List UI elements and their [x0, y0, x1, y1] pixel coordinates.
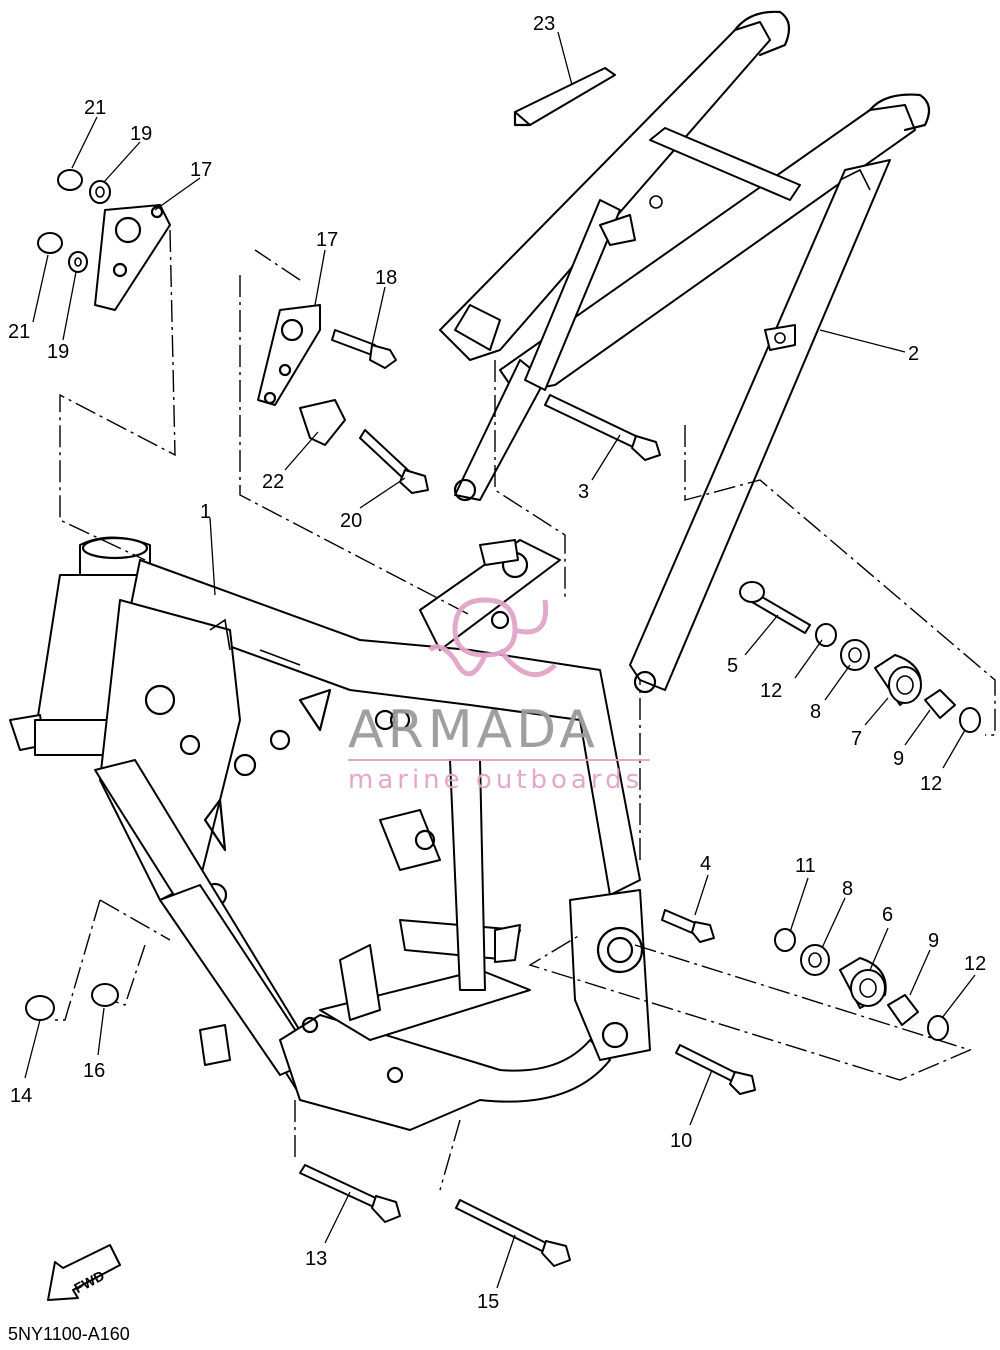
collar-part-23: [513, 67, 616, 127]
callout-12: 12: [760, 680, 782, 702]
callout-1: 1: [200, 501, 211, 523]
callout-23: 23: [533, 13, 555, 35]
callout-7: 7: [851, 728, 862, 750]
engine-bracket-upper-left: [94, 204, 171, 311]
fwd-arrow: FWD: [47, 1244, 121, 1301]
callout-21: 21: [84, 97, 106, 119]
rear-subframe: [439, 10, 931, 694]
callout-19: 19: [130, 123, 152, 145]
watermark-subtitle: marine outboards: [348, 765, 643, 795]
callout-8: 8: [810, 701, 821, 723]
callout-2: 2: [908, 343, 919, 365]
callout-20: 20: [340, 510, 362, 532]
watermark-title: ARMADA: [348, 700, 599, 760]
callout-6: 6: [882, 904, 893, 926]
callout-8: 8: [842, 878, 853, 900]
assembly-guide-lines: [55, 229, 996, 1191]
callout-17: 17: [316, 229, 338, 251]
watermark-logo: [428, 597, 557, 677]
callout-21: 21: [8, 321, 30, 343]
callout-16: 16: [83, 1060, 105, 1082]
armada-watermark: ARMADA marine outboards: [348, 597, 650, 795]
part-code: 5NY1100-A160: [8, 1324, 130, 1344]
engine-bracket-center: [257, 304, 346, 446]
callout-18: 18: [375, 267, 397, 289]
callout-19: 19: [47, 341, 69, 363]
callout-12: 12: [920, 773, 942, 795]
callout-22: 22: [262, 471, 284, 493]
callout-5: 5: [727, 655, 738, 677]
callout-3: 3: [578, 481, 589, 503]
callout-13: 13: [305, 1248, 327, 1270]
fasteners: [25, 169, 981, 1267]
nut-21a: [57, 169, 83, 191]
main-frame: [9, 536, 651, 1131]
callout-labels: 23 21 19 17 21 19 17 18 2 22 20 3 1 5 12…: [8, 13, 986, 1313]
callout-17: 17: [190, 159, 212, 181]
callout-10: 10: [670, 1130, 692, 1152]
callout-9: 9: [893, 748, 904, 770]
leader-lines: [24, 31, 976, 1289]
callout-12: 12: [964, 953, 986, 975]
callout-14: 14: [10, 1085, 32, 1107]
callout-4: 4: [700, 853, 711, 875]
callout-15: 15: [477, 1291, 499, 1313]
callout-11: 11: [795, 855, 816, 877]
callout-9: 9: [928, 930, 939, 952]
